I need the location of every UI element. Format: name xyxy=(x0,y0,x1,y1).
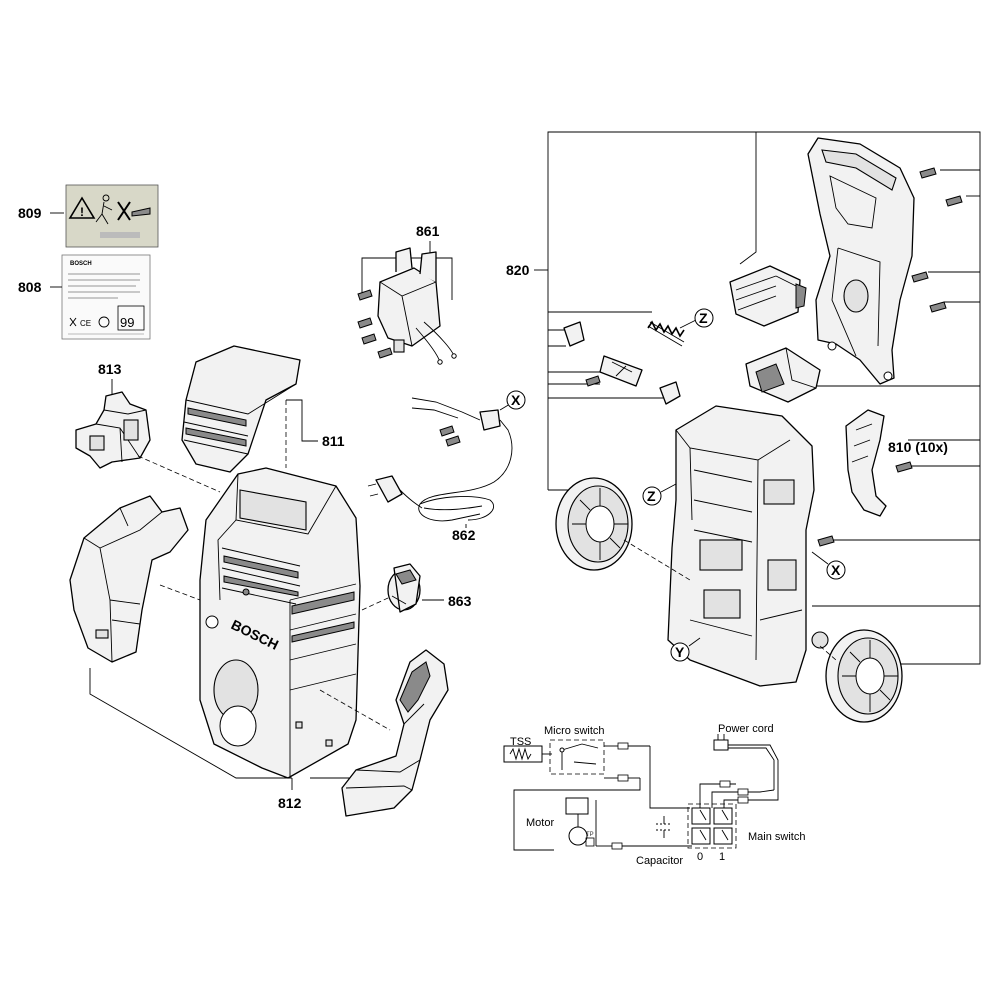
marker-y-frame xyxy=(670,642,690,662)
label-808: 808 xyxy=(18,279,42,295)
svg-text:X: X xyxy=(511,392,521,408)
rating-label-ip-number: 99 xyxy=(120,315,134,330)
micro-switch-box xyxy=(549,739,605,775)
part-820-handle xyxy=(807,137,915,385)
label-809: 809 xyxy=(18,205,42,221)
part-820-handle-screws xyxy=(911,167,963,313)
marker-z-wheel xyxy=(642,486,662,506)
motor-symbol xyxy=(565,797,589,815)
label-861: 861 xyxy=(416,223,440,239)
wiring-label-motor: Motor xyxy=(526,817,554,829)
rating-label-brand: BOSCH xyxy=(70,261,92,267)
part-863-knob xyxy=(387,563,421,613)
label-811: 811 xyxy=(322,433,345,449)
svg-text:TP: TP xyxy=(586,832,594,838)
svg-text:X: X xyxy=(831,562,841,578)
svg-text:Z: Z xyxy=(647,488,656,504)
part-810-clip xyxy=(845,409,887,517)
part-812-front-cover xyxy=(341,649,449,817)
part-809-warning-sticker: ! xyxy=(65,184,159,248)
prohibited-cross-icon xyxy=(117,201,131,221)
svg-text:!: ! xyxy=(80,205,84,219)
part-812-left-side-cover xyxy=(69,495,189,663)
warning-triangle-icon xyxy=(68,196,96,219)
part-820-actuator-parts xyxy=(563,321,681,405)
main-switch-box xyxy=(687,803,737,849)
label-820: 820 xyxy=(506,262,530,278)
marker-x-frame xyxy=(826,560,846,580)
wiring-label-micro-switch: Micro switch xyxy=(544,725,605,737)
wiring-label-main-switch: Main switch xyxy=(748,831,805,843)
power-cord-plug xyxy=(713,734,779,790)
label-810: 810 (10x) xyxy=(888,439,948,455)
wiring-label-power-cord: Power cord xyxy=(718,723,774,735)
wiring-label-tss: TSS xyxy=(510,736,531,748)
part-820-spring xyxy=(647,320,685,347)
svg-text:Y: Y xyxy=(675,644,685,660)
part-820-hose-clip xyxy=(729,265,807,327)
brand-logo-icon xyxy=(205,615,219,629)
part-861-motor-module xyxy=(377,247,457,365)
label-812: 812 xyxy=(278,795,302,811)
part-813-bracket xyxy=(75,391,151,469)
weee-bin-icon xyxy=(69,317,77,327)
marker-x-cord xyxy=(506,390,526,410)
wiring-diagram: TP xyxy=(503,734,779,851)
part-812-main-housing: BOSCH xyxy=(199,467,361,779)
marker-z-top xyxy=(694,308,714,328)
svg-text:CE: CE xyxy=(80,319,91,328)
part-861-screws xyxy=(357,289,393,359)
part-820-frame xyxy=(667,405,829,687)
part-820-wheel-right xyxy=(825,629,903,723)
capacitor-symbol xyxy=(656,816,672,838)
part-820-wheel-left xyxy=(555,477,633,571)
part-811-top-cover xyxy=(181,345,301,473)
part-862-power-cord xyxy=(367,397,513,522)
label-863: 863 xyxy=(448,593,472,609)
label-862: 862 xyxy=(452,527,476,543)
svg-text:Z: Z xyxy=(699,310,708,326)
wiring-label-capacitor: Capacitor xyxy=(636,855,683,867)
tss-sensor xyxy=(503,745,543,763)
wiring-label-pos0: 0 xyxy=(697,851,703,863)
part-808-rating-label: BOSCH CE 99 xyxy=(61,254,151,340)
part-820-lower-bracket xyxy=(745,347,821,403)
label-813: 813 xyxy=(98,361,122,377)
wiring-label-pos1: 1 xyxy=(719,851,725,863)
